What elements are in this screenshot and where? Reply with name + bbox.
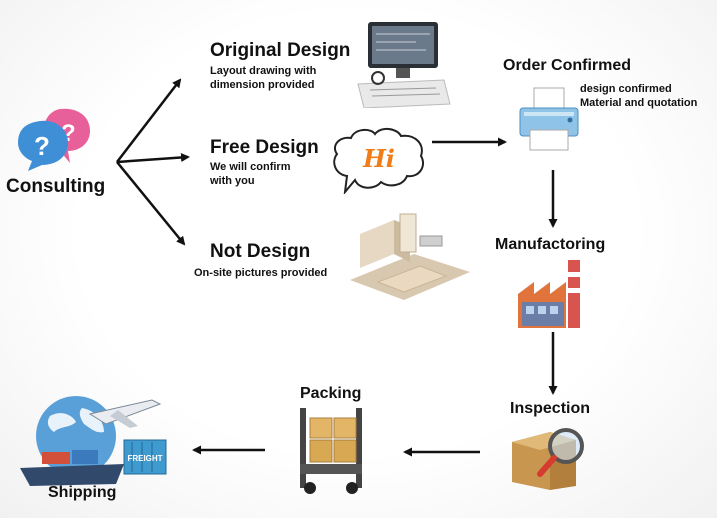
consulting-label: Consulting [6,176,106,197]
packing-title: Packing [300,385,362,402]
arrow-consulting-to-not-design [116,161,186,246]
not-design-title: Not Design [210,241,311,262]
svg-text:?: ? [34,131,50,161]
free-design-desc-1: We will confirm [210,161,291,173]
original-design-desc-2: dimension provided [210,79,315,91]
hi-speech-bubble-icon: Hi [333,128,425,194]
order-confirmed-desc-2: Material and quotation [580,97,698,109]
hi-bubble-text: Hi [362,144,395,173]
shipping-title: Shipping [48,484,117,501]
free-design-title: Free Design [210,137,319,158]
printer-icon [519,87,579,151]
boxes-trolley-icon [300,408,362,494]
globe-plane-ship-icon: FREIGHT [20,396,167,486]
order-confirmed-title: Order Confirmed [503,57,632,74]
manufactoring-title: Manufactoring [495,236,606,253]
box-magnifier-icon [512,428,584,490]
design-workstation-icon [357,22,451,108]
question-bubbles-icon: ? ? [18,108,90,171]
arrow-consulting-to-original-design [116,78,182,163]
not-design-desc-1: On-site pictures provided [194,267,328,279]
display-model-icon [350,213,470,300]
freight-container-text: FREIGHT [127,454,162,463]
arrow-consulting-to-free-design [116,153,190,164]
free-design-desc-2: with you [210,175,255,187]
original-design-desc-1: Layout drawing with [210,65,317,77]
order-confirmed-desc-1: design confirmed [580,83,672,95]
factory-icon [518,260,580,328]
inspection-title: Inspection [510,400,591,417]
original-design-title: Original Design [210,40,351,61]
